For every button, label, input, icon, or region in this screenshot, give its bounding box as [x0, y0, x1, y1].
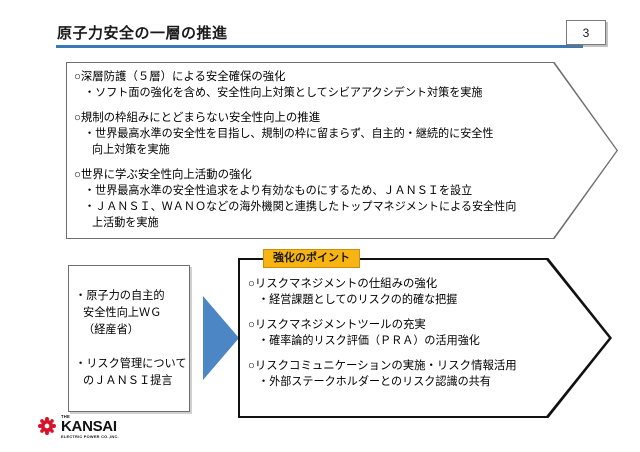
- input-item-line: ・リスク管理について: [75, 358, 187, 370]
- emphasis-point-badge: 強化のポイント: [263, 249, 360, 268]
- risk-bullet: ・経営課題としてのリスクの的確な把握: [258, 294, 458, 306]
- measure-bullet: ・ＪＡＮＳＩ、ＷＡＮＯなどの海外機関と連携したトップマネジメントによる安全性向: [84, 201, 517, 213]
- measure-heading: ○世界に学ぶ安全性向上活動の強化: [74, 169, 252, 181]
- safety-measures-content: ○深層防護（５層）による安全確保の強化 ・ソフト面の強化を含め、安全性向上対策と…: [74, 69, 608, 235]
- logo-wordmark: THE KANSAI ELECTRIC POWER CO.,INC.: [61, 414, 119, 439]
- measure-bullet: ・ソフト面の強化を含め、安全性向上対策としてシビアアクシデント対策を実施: [84, 87, 483, 99]
- spacer: [75, 339, 186, 356]
- risk-bullet: ・確率論的リスク評価（ＰＲＡ）の活用強化: [258, 335, 480, 347]
- risk-heading: ○リスクマネジメントツールの充実: [248, 319, 426, 331]
- measure-bullet-continuation: 向上対策を実施: [92, 144, 170, 156]
- measure-bullet: ・世界最高水準の安全性を目指し、規制の枠に留まらず、自主的・継続的に安全性: [84, 128, 494, 140]
- input-item-line: ・原子力の自主的: [75, 290, 165, 302]
- risk-bullet: ・外部ステークホルダーとのリスク認識の共有: [258, 376, 491, 388]
- measure-bullet-continuation: 上活動を実施: [92, 217, 159, 229]
- measure-group: ○深層防護（５層）による安全確保の強化 ・ソフト面の強化を含め、安全性向上対策と…: [74, 69, 608, 101]
- risk-management-box-fill: [240, 260, 609, 416]
- input-item: ・原子力の自主的 安全性向上ＷＧ （経産省）: [75, 288, 186, 339]
- page-number-value: 3: [582, 25, 590, 40]
- logo-the-text: THE: [61, 414, 70, 419]
- measure-group: ○世界に学ぶ安全性向上活動の強化 ・世界最高水準の安全性追求をより有効なものにす…: [74, 167, 608, 231]
- page-number-badge: 3: [566, 20, 606, 45]
- measure-heading: ○規制の枠組みにとどまらない安全性向上の推進: [74, 112, 321, 124]
- logo-kansai-text: KANSAI: [61, 418, 117, 435]
- risk-heading: ○リスクコミュニケーションの実施・リスク情報活用: [248, 360, 517, 372]
- company-logo: THE KANSAI ELECTRIC POWER CO.,INC.: [38, 414, 148, 440]
- inputs-box-content: ・原子力の自主的 安全性向上ＷＧ （経産省） ・リスク管理について のＪＡＮＳＩ…: [75, 288, 187, 390]
- risk-heading: ○リスクマネジメントの仕組みの強化: [248, 278, 438, 290]
- risk-management-content: ○リスクマネジメントの仕組みの強化 ・経営課題としてのリスクの的確な把握 ○リス…: [248, 276, 602, 390]
- risk-group: ○リスクマネジメントの仕組みの強化 ・経営課題としてのリスクの的確な把握: [248, 276, 602, 308]
- measure-group: ○規制の枠組みにとどまらない安全性向上の推進 ・世界最高水準の安全性を目指し、規…: [74, 110, 608, 158]
- page-title: 原子力安全の一層の推進: [57, 25, 228, 42]
- risk-management-box: ○リスクマネジメントの仕組みの強化 ・経営課題としてのリスクの的確な把握 ○リス…: [238, 258, 612, 418]
- risk-group: ○リスクコミュニケーションの実施・リスク情報活用 ・外部ステークホルダーとのリス…: [248, 358, 602, 390]
- input-item-line: （経産省）: [83, 324, 139, 336]
- title-underline-rule: [56, 45, 583, 48]
- measure-bullet: ・世界最高水準の安全性追求をより有効なものにするため、ＪＡＮＳＩを設立: [84, 185, 473, 197]
- risk-group: ○リスクマネジメントツールの充実 ・確率論的リスク評価（ＰＲＡ）の活用強化: [248, 317, 602, 349]
- right-arrow-icon: [203, 296, 239, 380]
- input-item-line: 安全性向上ＷＧ: [83, 307, 162, 319]
- safety-measures-box-fill: [67, 63, 617, 238]
- inputs-box: ・原子力の自主的 安全性向上ＷＧ （経産省） ・リスク管理について のＪＡＮＳＩ…: [68, 265, 190, 412]
- input-item-line: のＪＡＮＳＩ提言: [83, 375, 173, 387]
- safety-measures-box: ○深層防護（５層）による安全確保の強化 ・ソフト面の強化を含め、安全性向上対策と…: [66, 62, 618, 239]
- slide-header: 原子力安全の一層の推進 3: [0, 0, 640, 52]
- kansai-flower-mark-icon: [38, 417, 56, 435]
- input-item: ・リスク管理について のＪＡＮＳＩ提言: [75, 356, 187, 390]
- logo-subtitle-text: ELECTRIC POWER CO.,INC.: [61, 434, 119, 439]
- measure-heading: ○深層防護（５層）による安全確保の強化: [74, 71, 286, 83]
